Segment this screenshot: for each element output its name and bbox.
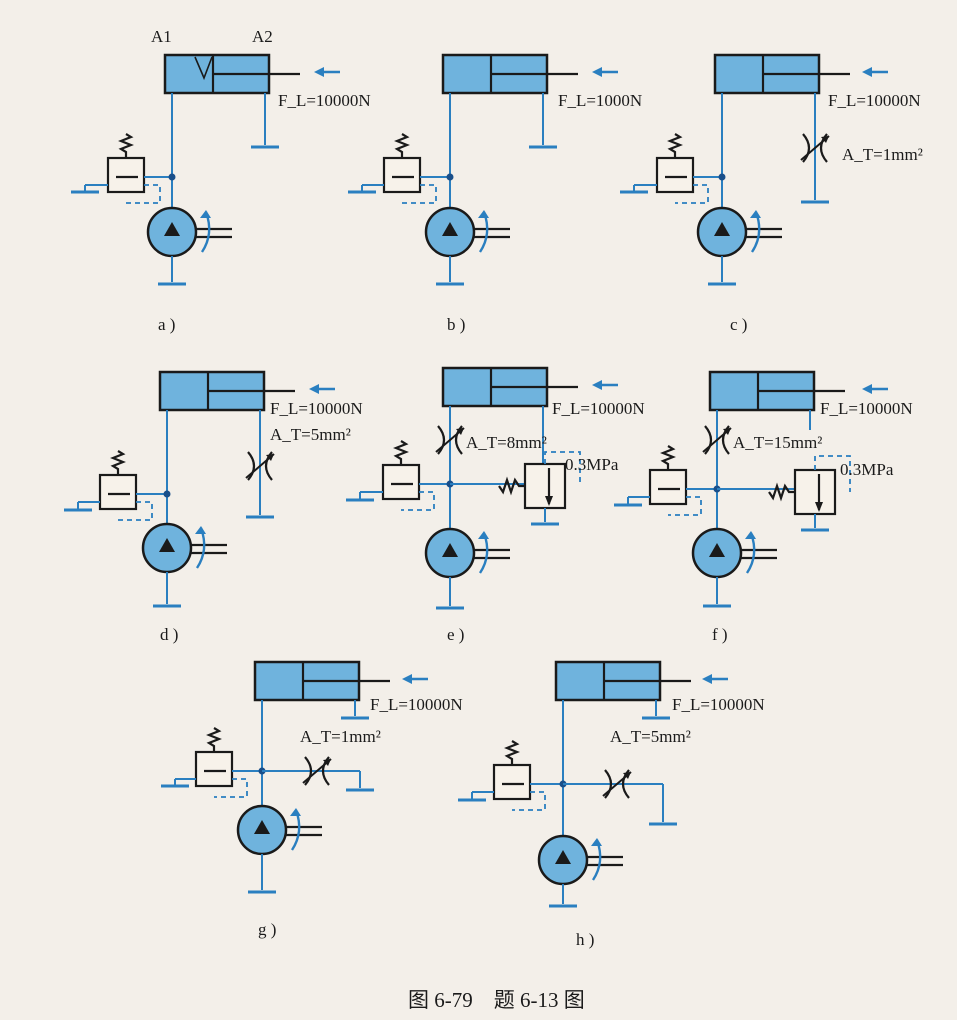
panel-f: F_L=10000N A_T=15mm² 0.3MPa f ) bbox=[612, 370, 913, 644]
panel-label-a: a ) bbox=[158, 315, 175, 334]
area-label-a2: A2 bbox=[252, 27, 273, 46]
panel-h: F_L=10000N A_T=5mm² h ) bbox=[456, 660, 765, 949]
panel-label-e: e ) bbox=[447, 625, 464, 644]
throttle-label-h: A_T=5mm² bbox=[610, 727, 691, 746]
valve-pressure-f: 0.3MPa bbox=[840, 460, 894, 479]
area-label-a1: A1 bbox=[151, 27, 172, 46]
throttle-label-c: A_T=1mm² bbox=[842, 145, 923, 164]
throttle-label-e: A_T=8mm² bbox=[466, 433, 547, 452]
throttle-label-f: A_T=15mm² bbox=[733, 433, 822, 452]
panel-label-b: b ) bbox=[447, 315, 465, 334]
load-label-d: F_L=10000N bbox=[270, 399, 363, 418]
panel-b: F_L=1000N b ) bbox=[346, 53, 642, 334]
panel-label-c: c ) bbox=[730, 315, 747, 334]
panel-d: F_L=10000N A_T=5mm² d ) bbox=[62, 370, 363, 644]
load-label-e: F_L=10000N bbox=[552, 399, 645, 418]
load-label-g: F_L=10000N bbox=[370, 695, 463, 714]
panel-e: F_L=10000N A_T=8mm² 0.3MPa e ) bbox=[344, 366, 645, 644]
load-label-h: F_L=10000N bbox=[672, 695, 765, 714]
load-label-c: F_L=10000N bbox=[828, 91, 921, 110]
panel-label-f: f ) bbox=[712, 625, 728, 644]
load-label-b: F_L=1000N bbox=[558, 91, 642, 110]
panel-c: F_L=10000N A_T=1mm² c ) bbox=[618, 53, 923, 334]
panel-g: F_L=10000N A_T=1mm² g ) bbox=[159, 660, 463, 939]
panel-label-g: g ) bbox=[258, 920, 276, 939]
throttle-label-g: A_T=1mm² bbox=[300, 727, 381, 746]
load-label-a: F_L=10000N bbox=[278, 91, 371, 110]
throttle-label-d: A_T=5mm² bbox=[270, 425, 351, 444]
panel-label-d: d ) bbox=[160, 625, 178, 644]
valve-pressure-e: 0.3MPa bbox=[565, 455, 619, 474]
panel-label-h: h ) bbox=[576, 930, 594, 949]
panel-a: A1 A2 F_L=10000N a ) bbox=[69, 27, 371, 334]
figure-caption: 图 6-79 题 6-13 图 bbox=[408, 988, 585, 1012]
load-label-f: F_L=10000N bbox=[820, 399, 913, 418]
